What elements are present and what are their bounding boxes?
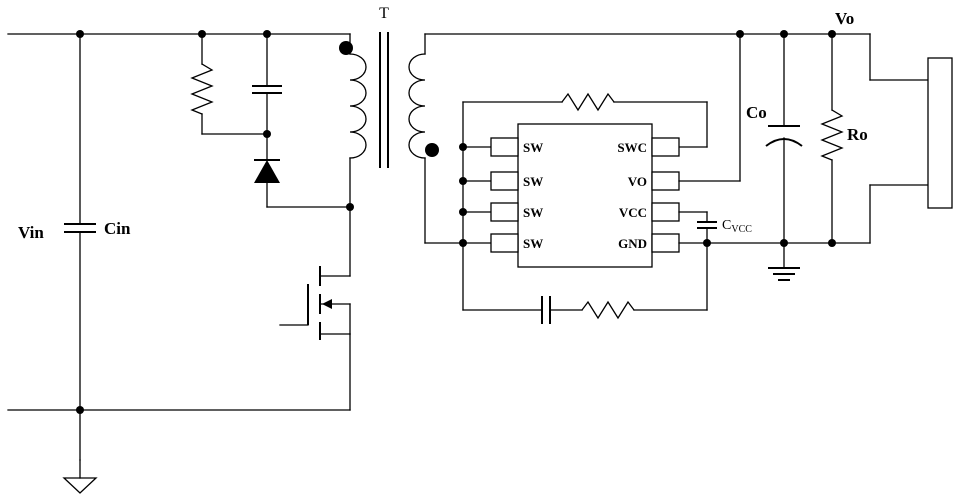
junction-dot xyxy=(459,177,467,185)
junction-dot xyxy=(780,30,788,38)
ro-label: Ro xyxy=(847,125,868,144)
snubber-diode xyxy=(254,159,351,208)
junction-dot xyxy=(198,30,206,38)
bottom-rc-network xyxy=(462,242,708,324)
junction-dot xyxy=(459,143,467,151)
pin-vo: VO xyxy=(628,174,647,189)
output-connector xyxy=(869,33,953,244)
secondary-winding xyxy=(408,33,871,244)
pin-swc: SWC xyxy=(617,140,647,155)
cvcc-label: CVCC xyxy=(722,218,752,235)
polarity-dot xyxy=(425,143,439,157)
junction-dot xyxy=(736,30,744,38)
vin-label: Vin xyxy=(18,223,44,242)
vo-label: Vo xyxy=(835,9,854,28)
pin-sw-4: SW xyxy=(523,236,543,251)
cin-capacitor xyxy=(64,33,96,461)
primary-winding xyxy=(349,33,367,277)
pin-gnd: GND xyxy=(618,236,647,251)
secondary-side: SW SW SW SW SWC VO VCC GN xyxy=(408,30,953,324)
pin-sw-1: SW xyxy=(523,140,543,155)
snubber-capacitor xyxy=(252,33,282,161)
polarity-dot xyxy=(339,41,353,55)
primary-ground-icon xyxy=(62,459,98,494)
junction-dot xyxy=(459,208,467,216)
pin-vcc: VCC xyxy=(619,205,647,220)
transformer-label: T xyxy=(379,5,389,22)
co-capacitor xyxy=(765,33,803,269)
junction-dot xyxy=(828,239,836,247)
junction-dot xyxy=(76,30,84,38)
primary-side xyxy=(7,30,367,494)
pin-sw-3: SW xyxy=(523,205,543,220)
junction-dot xyxy=(459,239,467,247)
ic-left-pins: SW SW SW SW xyxy=(462,137,543,253)
ic-chip xyxy=(517,123,653,268)
junction-dot xyxy=(76,406,84,414)
cvcc-capacitor: CVCC xyxy=(697,211,752,244)
junction-dot xyxy=(346,203,354,211)
pin-sw-2: SW xyxy=(523,174,543,189)
junction-dot xyxy=(780,239,788,247)
mosfet xyxy=(279,266,351,340)
cin-label: Cin xyxy=(104,219,131,238)
secondary-ground-icon xyxy=(768,267,800,281)
ic-right-pins: SWC VO VCC GND xyxy=(617,33,871,253)
junction-dot xyxy=(263,130,271,138)
feedback-resistor xyxy=(561,92,615,112)
junction-dot xyxy=(828,30,836,38)
ro-resistor xyxy=(820,33,844,244)
snubber-resistor xyxy=(190,33,268,135)
co-label: Co xyxy=(746,103,767,122)
junction-dot xyxy=(263,30,271,38)
junction-dot xyxy=(703,239,711,247)
transformer: T xyxy=(379,5,389,168)
